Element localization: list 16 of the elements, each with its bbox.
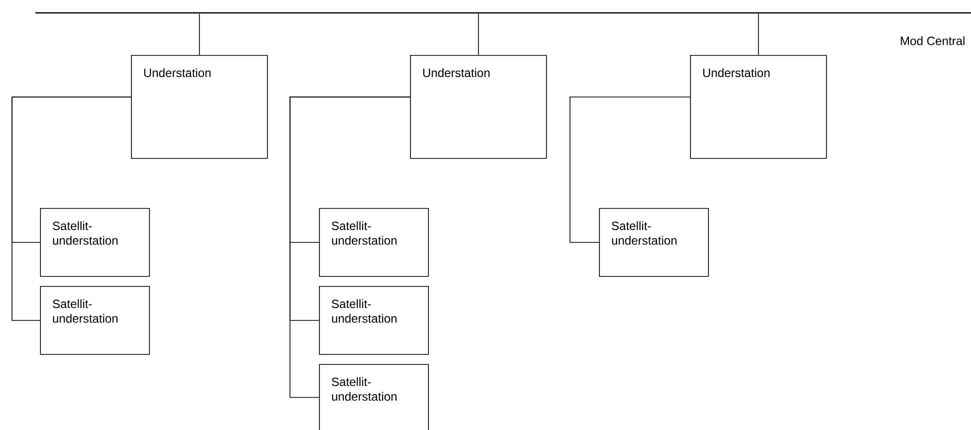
station-box: Satellit- understation [599, 208, 709, 277]
station-box: Understation [131, 55, 268, 159]
connector-line [290, 96, 410, 398]
station-box: Understation [410, 55, 547, 159]
bus-line: Mod Central [35, 12, 971, 46]
connector-line [199, 13, 200, 56]
station-box: Satellit- understation [319, 364, 429, 430]
station-box: Satellit- understation [319, 208, 429, 277]
connector-line [12, 96, 132, 321]
station-box: Understation [690, 55, 827, 159]
connector-line [758, 13, 759, 56]
connector-line [478, 13, 479, 56]
connector-line [570, 96, 690, 243]
station-box: Satellit- understation [40, 208, 150, 277]
station-box: Satellit- understation [319, 286, 429, 355]
station-box: Satellit- understation [40, 286, 150, 355]
